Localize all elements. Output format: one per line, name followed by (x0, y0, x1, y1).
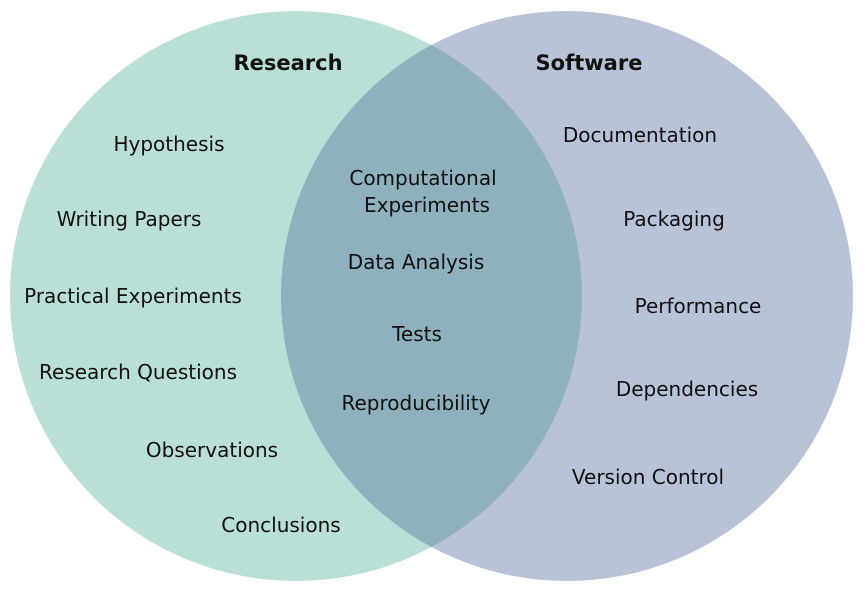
research-item-conclusions: Conclusions (221, 513, 340, 537)
overlap-item-tests: Tests (391, 322, 442, 346)
research-item-practical-experiments: Practical Experiments (24, 284, 242, 308)
software-item-packaging: Packaging (623, 207, 725, 231)
overlap-item-reproducibility: Reproducibility (342, 391, 491, 415)
research-item-hypothesis: Hypothesis (113, 132, 224, 156)
software-item-dependencies: Dependencies (616, 377, 758, 401)
software-item-version-control: Version Control (572, 465, 724, 489)
research-item-research-questions: Research Questions (39, 360, 237, 384)
research-title: Research (233, 51, 342, 75)
research-item-observations: Observations (146, 438, 278, 462)
software-title: Software (536, 51, 643, 75)
overlap-item-data-analysis: Data Analysis (348, 250, 485, 274)
overlap-item-experiments: Experiments (364, 193, 490, 217)
software-item-documentation: Documentation (563, 123, 717, 147)
overlap-item-computational: Computational (349, 166, 496, 190)
software-item-performance: Performance (635, 294, 762, 318)
research-item-writing-papers: Writing Papers (57, 207, 202, 231)
overlap-region (281, 11, 582, 581)
